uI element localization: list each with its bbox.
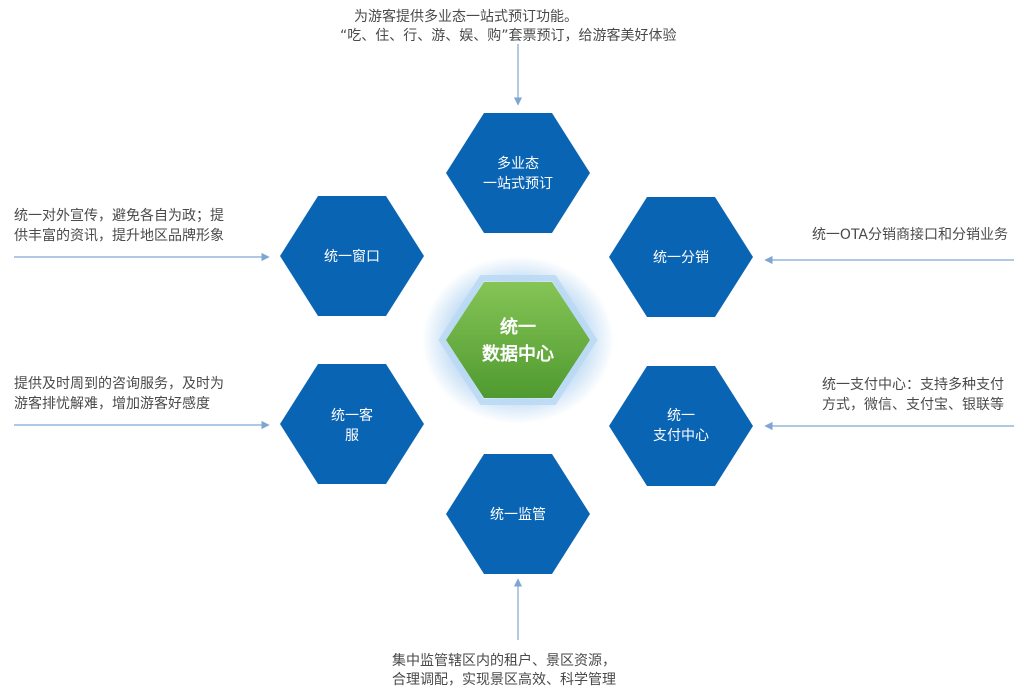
desc-bottom: 集中监管辖区内的租户、景区资源， 合理调配，实现景区高效、科学管理	[392, 652, 616, 688]
hex-label-line2: 支付中心	[653, 428, 709, 444]
desc-right-upper-line1: 统一OTA分销商接口和分销业务	[812, 226, 1008, 243]
desc-left-lower-line2: 游客排忧解难，增加游客好感度	[14, 395, 210, 412]
hex-shape	[280, 196, 424, 316]
desc-right-lower-line2: 方式，微信、支付宝、银联等	[822, 396, 1004, 413]
center-label-line2: 数据中心	[482, 343, 554, 365]
hex-label-line1: 统一监管	[490, 507, 546, 523]
hex-node-right-upper: 统一分销	[609, 197, 753, 317]
hex-shape	[609, 366, 753, 486]
hex-shape	[446, 113, 590, 233]
hex-node-bottom: 统一监管	[446, 454, 590, 574]
desc-right-lower: 统一支付中心：支持多种支付 方式，微信、支付宝、银联等	[822, 376, 1004, 413]
hex-shape	[609, 197, 753, 317]
desc-bottom-line1: 集中监管辖区内的租户、景区资源，	[392, 652, 616, 669]
hex-shape	[446, 454, 590, 574]
hex-label-line2: 一站式预订	[483, 176, 553, 192]
hex-label-line2: 服	[345, 428, 359, 444]
hex-shape	[280, 364, 424, 484]
desc-bottom-line2: 合理调配，实现景区高效、科学管理	[392, 671, 616, 688]
hex-node-top: 多业态 一站式预订	[446, 113, 590, 233]
desc-top-line2: “吃、住、行、游、娱、购”套票预订，给游客美好体验	[340, 27, 677, 44]
desc-left-lower-line1: 提供及时周到的咨询服务，及时为	[14, 376, 224, 392]
center-glow-ring	[438, 275, 598, 405]
desc-top-line1: 为游客提供多业态一站式预订功能。	[354, 8, 578, 25]
hex-label-line1: 多业态	[497, 155, 539, 172]
hex-node-left-upper: 统一窗口	[280, 196, 424, 316]
hex-node-center: 统一 数据中心	[422, 256, 614, 424]
desc-top: 为游客提供多业态一站式预订功能。 “吃、住、行、游、娱、购”套票预订，给游客美好…	[340, 8, 677, 44]
desc-left-upper-line2: 供丰富的资讯，提升地区品牌形象	[14, 227, 224, 244]
hex-node-right-lower: 统一 支付中心	[609, 366, 753, 486]
desc-left-upper-line1: 统一对外宣传，避免各自为政；提	[14, 208, 224, 224]
desc-right-upper: 统一OTA分销商接口和分销业务	[812, 226, 1008, 243]
hex-label-line1: 统一	[667, 408, 695, 424]
hex-label-line1: 统一窗口	[324, 248, 380, 265]
hex-node-left-lower: 统一客 服	[280, 364, 424, 484]
hex-label-line1: 统一客	[331, 407, 373, 424]
hex-label-line1: 统一分销	[653, 250, 709, 266]
desc-left-upper: 统一对外宣传，避免各自为政；提 供丰富的资讯，提升地区品牌形象	[14, 208, 224, 244]
center-hex-shape	[446, 282, 590, 398]
connector-arrows	[14, 44, 1014, 640]
desc-left-lower: 提供及时周到的咨询服务，及时为 游客排忧解难，增加游客好感度	[14, 376, 224, 412]
desc-right-lower-line1: 统一支付中心：支持多种支付	[822, 376, 1004, 393]
center-label-line1: 统一	[500, 316, 536, 338]
